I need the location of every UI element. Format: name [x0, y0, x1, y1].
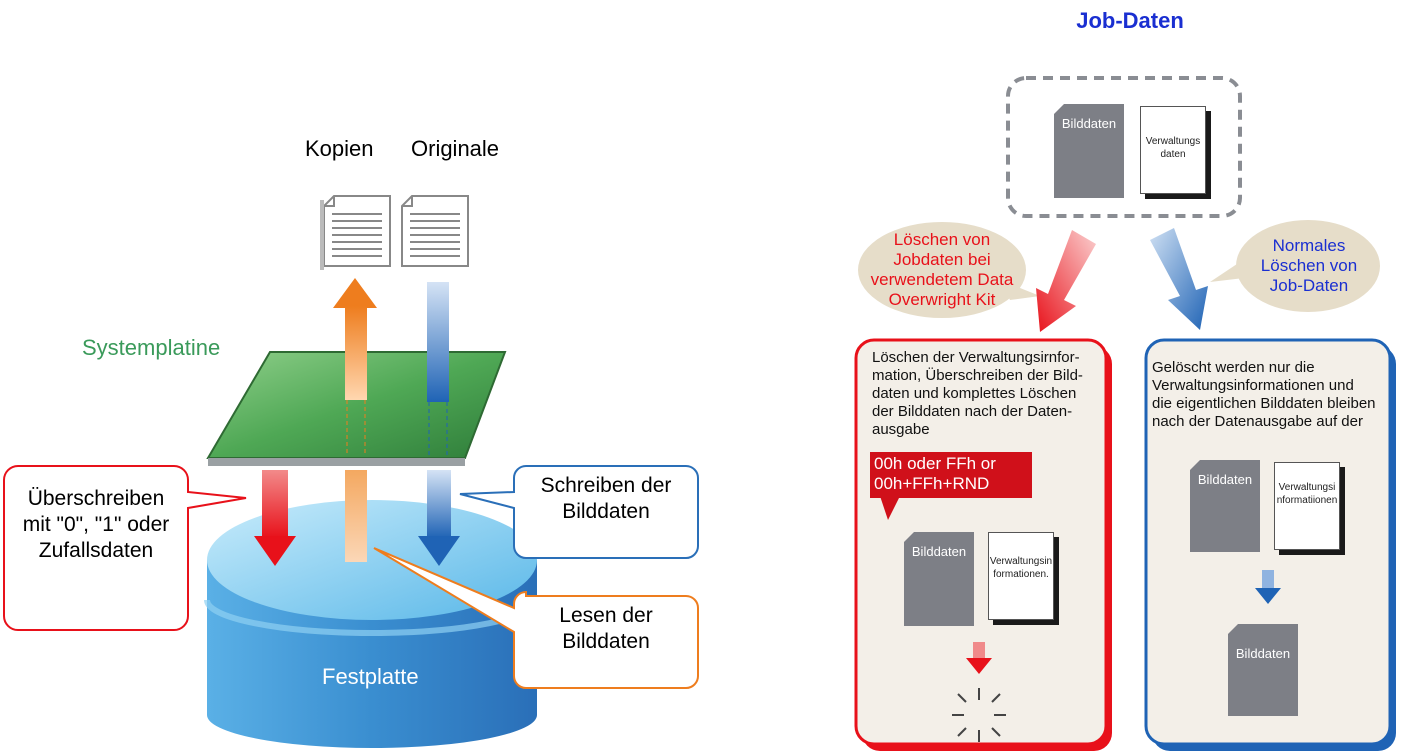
write-callout-text: Schreiben der Bilddaten: [516, 473, 696, 525]
badge-line: 00h oder FFh or: [874, 454, 996, 473]
read-callout-line: Lesen der: [559, 604, 653, 627]
overwrite-callout-line: mit "0", "1" oder: [22, 513, 170, 536]
read-orange-bar: [345, 470, 367, 562]
panel-line: daten und komplettes Löschen: [872, 385, 1077, 402]
copies-label: Kopien: [305, 136, 374, 161]
write-callout-line: Schreiben der: [540, 474, 672, 497]
right-result-image-doc-label: Bilddaten: [1235, 646, 1291, 661]
overwrite-callout-box: [3, 465, 247, 631]
management-data-doc: Verwaltungs daten: [1140, 106, 1206, 194]
right-management-doc: Verwaltungsi nformatiionen: [1274, 462, 1340, 550]
left-management-doc: Verwaltungsin formationen.: [988, 532, 1054, 620]
originals-blue-bar: [427, 282, 449, 456]
overwrite-pattern-text: 00h oder FFh or 00h+FFh+RND: [874, 454, 1034, 494]
overwrite-callout-line: Zufallsdaten: [38, 539, 154, 562]
copies-orange-arrow: [333, 278, 377, 456]
doc-label-line: Verwaltungsi: [1278, 482, 1336, 493]
left-panel-box: [854, 338, 1112, 751]
overwrite-callout-text: Überschreiben mit "0", "1" oder Zufallsd…: [8, 486, 184, 564]
management-data-doc-label: Verwaltungs daten: [1141, 135, 1205, 161]
write-callout-box: [459, 465, 699, 559]
left-image-data-doc: Bilddaten: [904, 532, 974, 626]
overwrite-red-arrow: [254, 470, 296, 566]
right-speech-bubble: [1210, 220, 1380, 312]
bubble-line: Löschen von: [1260, 256, 1358, 275]
doc-label-line: daten: [1160, 149, 1186, 160]
write-blue-arrow: [418, 470, 460, 566]
left-image-data-doc-label: Bilddaten: [911, 544, 967, 559]
read-callout-box: [373, 547, 699, 689]
left-speech-bubble: [858, 222, 1040, 318]
left-panel-text: Löschen der Verwaltungsirnfor- mation, Ü…: [872, 349, 1102, 439]
image-data-doc-label: Bilddaten: [1061, 116, 1117, 131]
system-board-label: Systemplatine: [82, 335, 221, 360]
doc-label-line: Verwaltungsin: [989, 556, 1053, 567]
left-small-red-arrow: [966, 642, 992, 674]
job-data-dashed-box: [1006, 76, 1242, 218]
bubble-line: Overwright Kit: [888, 290, 996, 309]
red-diagonal-arrow: [1036, 230, 1096, 332]
bubble-line: Normales: [1272, 236, 1346, 255]
left-management-doc-label: Verwaltungsin formationen.: [989, 555, 1053, 581]
panel-line: Verwaltungsinformationen und: [1152, 377, 1354, 394]
originals-doc-icon: [401, 195, 469, 267]
write-callout-line: Bilddaten: [562, 500, 650, 523]
disk-label: Festplatte: [322, 664, 419, 689]
panel-line: ausgabe: [872, 421, 930, 438]
panel-line: mation, Überschreiben der Bild-: [872, 367, 1083, 384]
right-result-image-doc: Bilddaten: [1228, 624, 1298, 716]
right-image-data-doc-label: Bilddaten: [1197, 472, 1253, 487]
right-panel-text: Gelöscht werden nur die Verwaltungsinfor…: [1152, 359, 1388, 431]
panel-line: Gelöscht werden nur die: [1152, 359, 1315, 376]
erase-burst-icon: [952, 688, 1006, 742]
right-management-doc-label: Verwaltungsi nformatiionen: [1275, 481, 1339, 507]
read-callout-text: Lesen der Bilddaten: [516, 603, 696, 655]
bubble-line: Job-Daten: [1269, 276, 1349, 295]
overwrite-pattern-badge: [870, 452, 1032, 520]
read-callout-line: Bilddaten: [562, 630, 650, 653]
left-bubble-text: Löschen von Jobdaten bei verwendetem Dat…: [862, 230, 1022, 310]
doc-label-line: Verwaltungs: [1145, 136, 1201, 147]
bubble-line: verwendetem Data: [870, 270, 1014, 289]
panel-line: der Bilddaten nach der Daten-: [872, 403, 1073, 420]
doc-label-line: formationen.: [993, 569, 1049, 580]
copies-doc-icon: [320, 195, 391, 270]
right-small-blue-arrow: [1255, 570, 1281, 604]
job-data-title: Job-Daten: [1076, 8, 1184, 33]
panel-line: die eigentlichen Bilddaten bleiben: [1152, 395, 1376, 412]
doc-label-line: nformatiionen: [1276, 495, 1338, 506]
blue-diagonal-arrow: [1150, 228, 1208, 330]
bubble-line: Jobdaten bei: [893, 250, 991, 269]
right-bubble-text: Normales Löschen von Job-Daten: [1242, 236, 1376, 296]
right-image-data-doc: Bilddaten: [1190, 460, 1260, 552]
overwrite-callout-line: Überschreiben: [27, 487, 165, 510]
badge-line: 00h+FFh+RND: [874, 474, 990, 493]
originals-label: Originale: [411, 136, 500, 161]
image-data-doc: Bilddaten: [1054, 104, 1124, 198]
bubble-line: Löschen von: [893, 230, 991, 249]
panel-line: nach der Datenausgabe auf der: [1152, 413, 1363, 430]
panel-line: Löschen der Verwaltungsirnfor-: [872, 349, 1080, 366]
